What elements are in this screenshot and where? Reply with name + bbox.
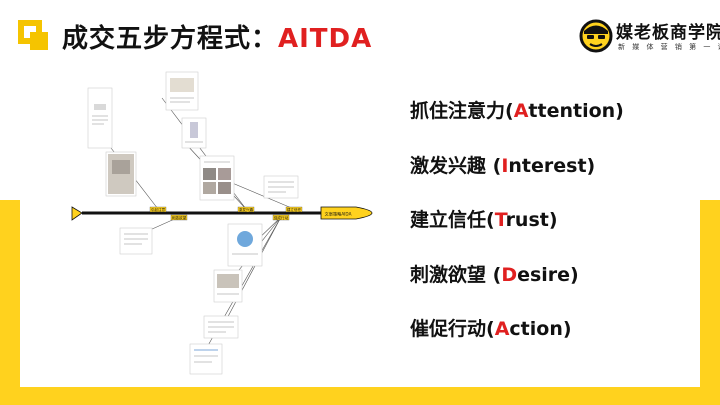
thumbnail-card [227, 223, 263, 267]
logo-subtitle: 新 媒 体 营 销 第 一 课 [618, 43, 720, 51]
fishbone-tail-icon [71, 206, 83, 221]
step-text: ction) [509, 318, 572, 340]
node-label-attention: 引起注意 [151, 207, 166, 212]
step-letter: A [513, 100, 529, 122]
step-text: ttention) [528, 100, 624, 122]
step-letter: A [494, 318, 510, 340]
step-text: 建立信任( [410, 209, 495, 231]
step-desire: 刺激欲望 (Desire) [410, 260, 579, 287]
mascot-face-icon [579, 19, 613, 53]
fishbone-diagram: 文案策略AIDA 引起注意 激发兴趣 建立信任 刺激欲望 促成行动 [71, 71, 373, 375]
title-square-icon [18, 20, 48, 50]
brand-logo: 媒老板商学院 新 媒 体 营 销 第 一 课 [578, 16, 720, 60]
thumbnail-card [189, 343, 223, 375]
fishbone-head-icon [320, 206, 373, 220]
thumbnail-card [203, 315, 239, 339]
node-label-interest: 激发兴趣 [239, 207, 254, 212]
thumbnail-card [119, 227, 153, 255]
thumbnail-card [165, 71, 199, 111]
step-interest: 激发兴趣 (Interest) [410, 151, 595, 178]
step-letter: D [501, 264, 518, 286]
step-text: rust) [505, 209, 558, 231]
step-attention: 抓住注意力(Attention) [410, 96, 624, 123]
thumbnail-card [199, 155, 235, 201]
thumbnail-card [263, 175, 299, 199]
step-text: esire) [517, 264, 579, 286]
step-text: 激发兴趣 ( [410, 155, 502, 177]
step-text: 抓住注意力( [410, 100, 514, 122]
step-text: nterest) [508, 155, 596, 177]
title-accent: AITDA [278, 24, 373, 54]
step-letter: I [501, 155, 509, 177]
step-action: 催促行动(Action) [410, 314, 572, 341]
logo-name: 媒老板商学院 [616, 23, 720, 43]
title-prefix: 成交五步方程式： [62, 24, 279, 54]
fishbone-head-label: 文案策略AIDA [325, 211, 352, 218]
step-text: 刺激欲望 ( [410, 264, 502, 286]
thumbnail-card [105, 151, 137, 197]
step-text: 催促行动( [410, 318, 495, 340]
node-label-action: 促成行动 [274, 215, 289, 220]
slide-title: 成交五步方程式：AITDA [62, 18, 372, 55]
diagram-thumbnails [87, 71, 299, 375]
step-trust: 建立信任(Trust) [410, 205, 558, 232]
thumbnail-card [87, 87, 113, 149]
node-label-desire: 刺激欲望 [172, 215, 187, 220]
thumbnail-card [181, 117, 207, 149]
node-label-trust: 建立信任 [287, 207, 302, 212]
step-letter: T [494, 209, 506, 231]
thumbnail-card [213, 269, 243, 303]
